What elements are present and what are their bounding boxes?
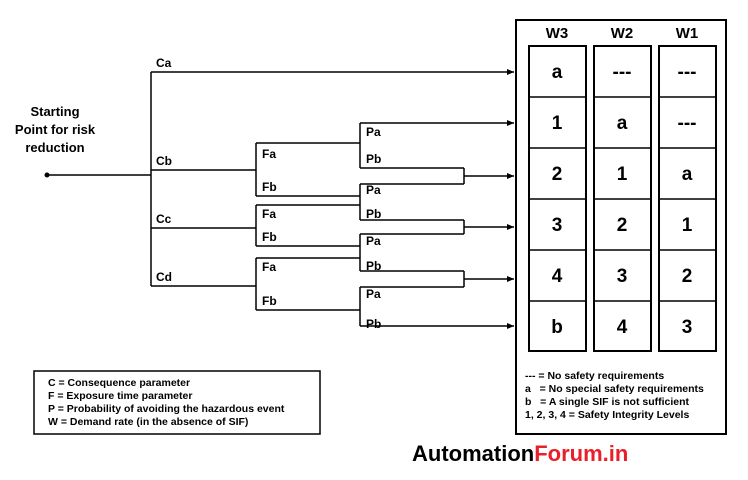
cell-r2-w3: 1 bbox=[552, 113, 563, 134]
label-pa-3: Pa bbox=[366, 234, 381, 248]
note-no-safety: --- = No safety requirements bbox=[525, 370, 664, 382]
legend-f: F = Exposure time parameter bbox=[48, 390, 192, 402]
legend-w: W = Demand rate (in the absence of SIF) bbox=[48, 416, 248, 428]
cell-r6-w2: 4 bbox=[617, 317, 628, 338]
legend-c: C = Consequence parameter bbox=[48, 377, 190, 389]
header-w2: W2 bbox=[611, 25, 634, 42]
note-single-sif: b = A single SIF is not sufficient bbox=[525, 396, 690, 408]
risk-graph-lines bbox=[44, 69, 514, 329]
cell-r3-w1: a bbox=[682, 164, 693, 185]
start-line-1: Starting bbox=[30, 104, 79, 119]
cell-r3-w3: 2 bbox=[552, 164, 563, 185]
label-cc: Cc bbox=[156, 212, 172, 226]
note-no-special: a = No special safety requirements bbox=[525, 383, 704, 395]
label-pb-3: Pb bbox=[366, 259, 381, 273]
label-pa-2: Pa bbox=[366, 183, 381, 197]
label-pb-2: Pb bbox=[366, 207, 381, 221]
matrix-col-w3 bbox=[528, 45, 587, 352]
brand-part-2: Forum.in bbox=[534, 441, 628, 466]
legend-box bbox=[33, 370, 321, 435]
brand-logo: AutomationForum.in bbox=[412, 441, 628, 466]
cell-r5-w3: 4 bbox=[552, 266, 563, 287]
label-fa-3: Fa bbox=[262, 260, 276, 274]
label-cd: Cd bbox=[156, 270, 172, 284]
cell-r6-w1: 3 bbox=[682, 317, 693, 338]
label-pa-1: Pa bbox=[366, 125, 381, 139]
cell-r1-w1: --- bbox=[678, 62, 697, 83]
label-pb-1: Pb bbox=[366, 152, 381, 166]
cell-r3-w2: 1 bbox=[617, 164, 628, 185]
label-fb-1: Fb bbox=[262, 180, 277, 194]
cell-r4-w3: 3 bbox=[552, 215, 563, 236]
start-line-3: reduction bbox=[25, 140, 84, 155]
start-line-2: Point for risk bbox=[15, 122, 96, 137]
matrix-col-w1 bbox=[658, 45, 717, 352]
cell-r4-w2: 2 bbox=[617, 215, 628, 236]
header-w3: W3 bbox=[546, 25, 569, 42]
matrix-col-w2 bbox=[593, 45, 652, 352]
cell-r4-w1: 1 bbox=[682, 215, 693, 236]
brand-part-1: Automation bbox=[412, 441, 534, 466]
label-pb-4: Pb bbox=[366, 317, 381, 331]
cell-r1-w3: a bbox=[552, 62, 563, 83]
cell-r6-w3: b bbox=[551, 317, 563, 338]
legend-p: P = Probability of avoiding the hazardou… bbox=[48, 403, 285, 415]
label-fa-1: Fa bbox=[262, 147, 276, 161]
note-sil: 1, 2, 3, 4 = Safety Integrity Levels bbox=[525, 409, 689, 421]
label-fb-2: Fb bbox=[262, 230, 277, 244]
label-pa-4: Pa bbox=[366, 287, 381, 301]
label-ca: Ca bbox=[156, 56, 172, 70]
label-cb: Cb bbox=[156, 154, 172, 168]
cell-r2-w2: a bbox=[617, 113, 628, 134]
label-fb-3: Fb bbox=[262, 294, 277, 308]
cell-r1-w2: --- bbox=[613, 62, 632, 83]
cell-r5-w2: 3 bbox=[617, 266, 628, 287]
label-fa-2: Fa bbox=[262, 207, 276, 221]
cell-r5-w1: 2 bbox=[682, 266, 693, 287]
header-w1: W1 bbox=[676, 25, 699, 42]
cell-r2-w1: --- bbox=[678, 113, 697, 134]
